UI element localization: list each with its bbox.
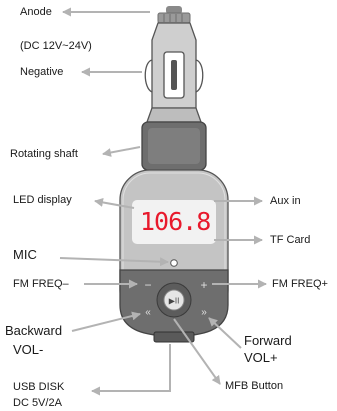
- anode-label: Anode: [20, 6, 52, 18]
- mic-label: MIC: [13, 247, 37, 262]
- usb-disk-arrow: [91, 344, 171, 396]
- usb-power-label: DC 5V/2A: [13, 397, 62, 409]
- anode-tip: [157, 6, 191, 24]
- usb-disk-label: USB DISK: [13, 381, 65, 393]
- backward-arrow: [71, 311, 141, 332]
- negative-label: Negative: [20, 66, 64, 78]
- fm-freq-plus-label: FM FREQ+: [272, 278, 328, 290]
- negative-spring-clips: [144, 59, 204, 93]
- backward-label: Backward: [5, 323, 63, 338]
- svg-text:«: «: [145, 307, 151, 318]
- svg-text:»: »: [201, 307, 207, 318]
- led-display-label: LED display: [13, 194, 72, 206]
- mfb-button-label: MFB Button: [225, 380, 284, 392]
- mic-arrow: [59, 257, 169, 267]
- mfb-button-arrow: [173, 318, 221, 385]
- control-panel: ▶II − + « »: [119, 269, 229, 337]
- led-display-arrow: [94, 197, 135, 209]
- vol-plus-label: VOL+: [244, 350, 278, 365]
- svg-text:+: +: [200, 278, 207, 292]
- forward-arrow: [208, 317, 242, 349]
- rotating-shaft-label: Rotating shaft: [10, 148, 78, 160]
- svg-text:−: −: [144, 278, 151, 292]
- plug-body: [151, 22, 197, 109]
- voltage-label: (DC 12V~24V): [20, 40, 92, 52]
- aux-in-label: Aux in: [270, 195, 301, 207]
- led-frequency-readout: 106.8: [140, 207, 211, 236]
- tf-card-label: TF Card: [270, 234, 311, 246]
- forward-label: Forward: [244, 333, 292, 348]
- rotating-shaft-arrow: [102, 146, 141, 157]
- rotating-shaft: [141, 107, 207, 171]
- fm-freq-minus-label: FM FREQ–: [13, 278, 69, 290]
- vol-minus-label: VOL-: [13, 342, 44, 357]
- svg-text:▶II: ▶II: [169, 297, 180, 306]
